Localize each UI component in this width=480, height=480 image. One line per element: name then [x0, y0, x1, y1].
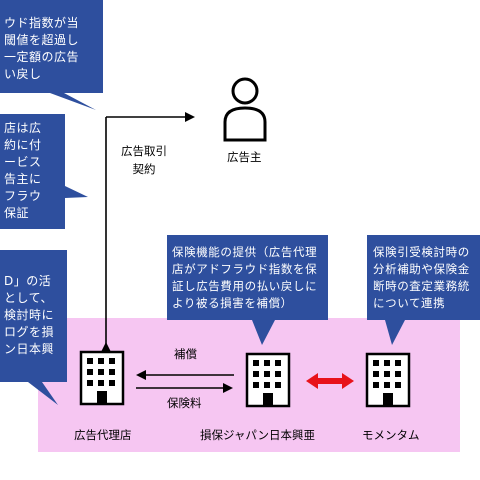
contract-arrowhead-right	[185, 112, 195, 122]
callout-low-left-text: D」の活 として、 検討時に ログを損 ン日本興	[4, 274, 55, 356]
callout-center-text: 保険機能の提供（広告代理 店がアドフラウド指数を保 証し広告費用の払い戻しに よ…	[172, 245, 318, 310]
contract-connector	[105, 116, 185, 352]
advertiser-label: 広告主	[227, 150, 262, 164]
building-icon-insurer	[245, 352, 291, 408]
premium-arrowhead	[223, 383, 233, 393]
callout-mid-left-shape	[0, 114, 88, 229]
callout-top-left-text: ウド指数が当 閾値を超過し 一定額の広告 い戻し	[4, 16, 80, 81]
contract-label: 広告取引 契約	[121, 144, 167, 176]
momentum-label: モメンタム	[362, 428, 420, 442]
callout-top-left-shape	[0, 0, 103, 110]
callout-low-left-shape	[0, 250, 67, 405]
agency-label: 広告代理店	[74, 428, 132, 442]
building-icon-agency	[79, 350, 125, 406]
compensation-label: 補償	[174, 347, 197, 361]
callout-right-text: 保険引受検討時の 分析補助や保険金 断時の査定業務統 について連携	[373, 245, 470, 310]
insurer-label: 損保ジャパン日本興亜	[200, 428, 315, 442]
callout-mid-left-text: 店は広 約に付 ービス 告主に フラウ 保証	[4, 121, 42, 220]
contract-arrowhead-up	[101, 342, 111, 352]
callout-right-shape	[367, 235, 480, 345]
callout-center-shape	[167, 235, 328, 345]
premium-label: 保険料	[167, 396, 202, 410]
compensation-arrowhead	[136, 370, 146, 380]
person-icon	[223, 77, 267, 142]
link-double-arrow	[306, 373, 354, 389]
building-icon-momentum	[365, 352, 411, 408]
